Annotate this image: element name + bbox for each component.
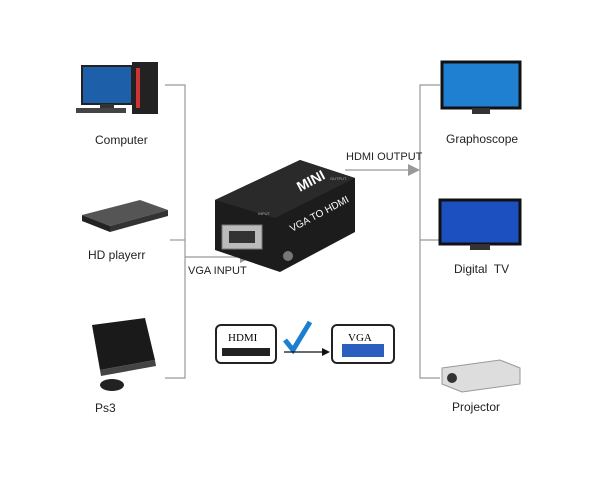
ps3-icon bbox=[92, 318, 156, 391]
port-input-label: INPUT bbox=[258, 211, 271, 216]
source-label-computer: Computer bbox=[95, 133, 148, 147]
audio-jack-icon bbox=[283, 251, 293, 261]
checkmark-icon bbox=[283, 320, 313, 355]
output-label-graphoscope: Graphoscope bbox=[446, 132, 519, 146]
legend-hdmi-label: HDMI bbox=[228, 332, 258, 344]
projector-icon bbox=[441, 359, 521, 393]
left-bus-line bbox=[165, 84, 186, 379]
hd-player-icon bbox=[82, 200, 168, 232]
port-output-label: OUTPUT bbox=[330, 176, 347, 181]
source-label-hd-player: HD playerr bbox=[88, 248, 146, 262]
digital-tv-icon bbox=[438, 198, 522, 250]
output-label-digital-tv: Digital TV bbox=[454, 262, 510, 276]
vga-input-label: VGA INPUT bbox=[188, 265, 247, 277]
hdmi-to-vga-legend: HDMI VGA bbox=[215, 320, 395, 364]
graphoscope-icon bbox=[440, 60, 522, 114]
connector-lines bbox=[165, 84, 440, 379]
arrow-head-icon bbox=[322, 348, 330, 356]
legend-vga-label: VGA bbox=[348, 332, 372, 344]
arrow-head-icon bbox=[408, 164, 420, 176]
vga-to-hdmi-converter: MINI VGA TO HDMI INPUT OUTPUT bbox=[215, 160, 355, 272]
hdmi-output-label: HDMI OUTPUT bbox=[346, 151, 423, 163]
right-bus-line bbox=[419, 84, 440, 379]
computer-icon bbox=[76, 62, 158, 114]
source-label-ps3: Ps3 bbox=[95, 401, 116, 415]
output-label-projector: Projector bbox=[452, 400, 501, 414]
